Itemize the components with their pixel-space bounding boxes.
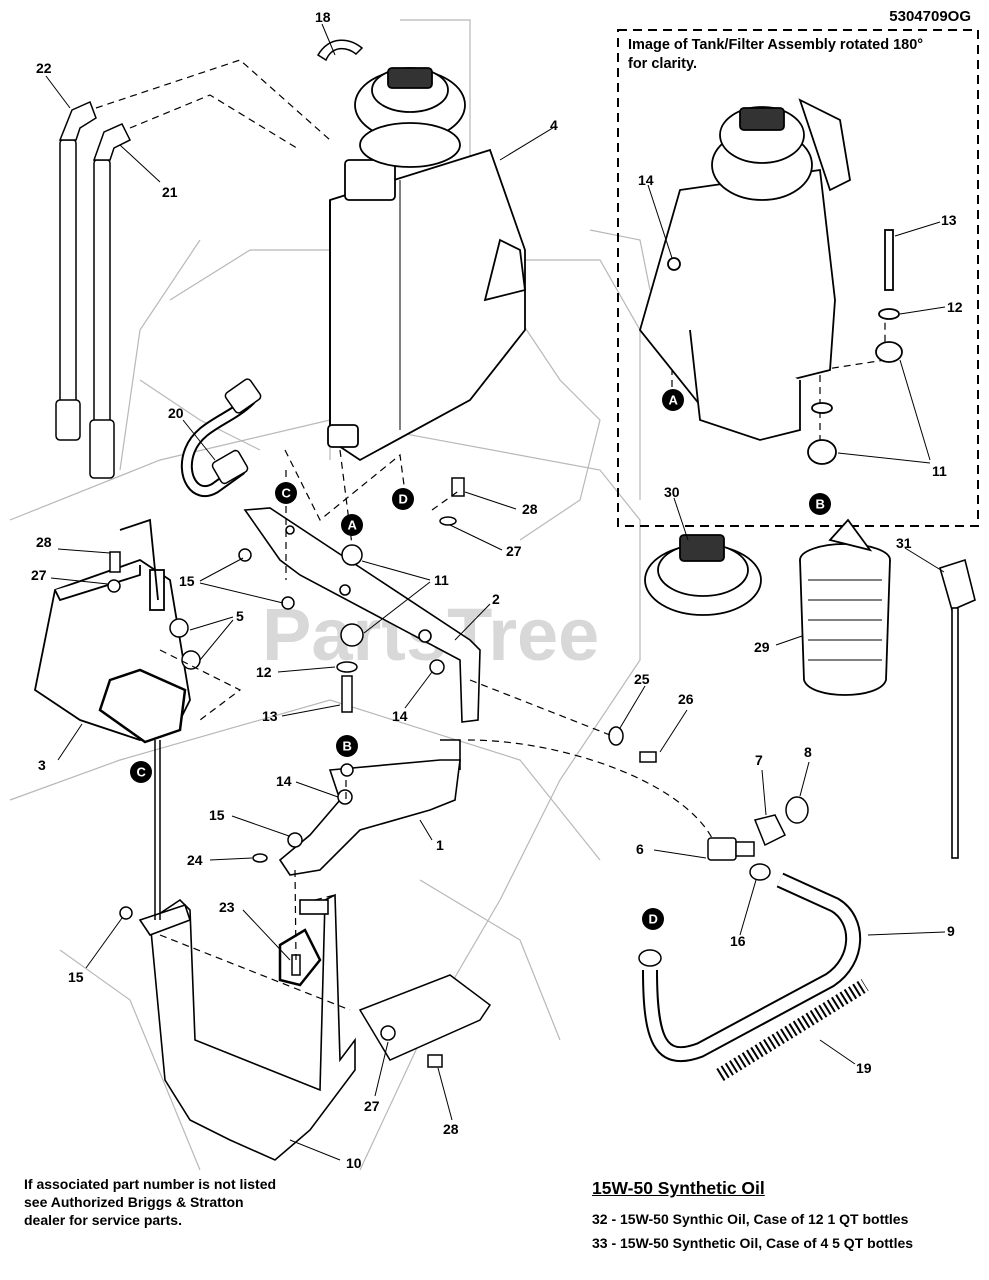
leader-fittings bbox=[467, 739, 713, 839]
callout-14: 14 bbox=[392, 708, 408, 724]
callout-24: 24 bbox=[187, 852, 203, 868]
filter-cap-30 bbox=[644, 534, 762, 616]
marker-d-icon bbox=[392, 488, 414, 510]
marker-b-icon bbox=[809, 493, 831, 515]
marker-d-icon bbox=[642, 908, 664, 930]
callout-leaders bbox=[45, 23, 946, 1161]
callout-27: 27 bbox=[31, 567, 47, 583]
callout-5: 5 bbox=[236, 608, 244, 624]
callout-18: 18 bbox=[315, 9, 331, 25]
callout-11: 11 bbox=[932, 463, 947, 479]
cap-strap-18 bbox=[316, 39, 364, 62]
marker-b: B bbox=[816, 497, 825, 512]
tray-10 bbox=[138, 893, 356, 1161]
callout-23: 23 bbox=[219, 899, 235, 915]
callout-10: 10 bbox=[346, 1155, 362, 1171]
oil-title: 15W-50 Synthetic Oil bbox=[592, 1178, 765, 1198]
callout-31: 31 bbox=[896, 535, 912, 551]
callout-27: 27 bbox=[506, 543, 522, 559]
plate bbox=[358, 974, 492, 1061]
mount-bracket-1 bbox=[278, 739, 461, 876]
callout-9: 9 bbox=[947, 923, 955, 939]
callout-26: 26 bbox=[678, 691, 694, 707]
callout-8: 8 bbox=[804, 744, 812, 760]
callout-1: 1 bbox=[436, 837, 444, 853]
footer-note: If associated part number is not listed … bbox=[24, 1176, 277, 1228]
inset-tank-assembly bbox=[639, 98, 903, 465]
hardware bbox=[107, 477, 657, 1068]
marker-b: B bbox=[343, 739, 352, 754]
oil-item: 33 - 15W-50 Synthetic Oil, Case of 4 5 Q… bbox=[592, 1235, 914, 1251]
callout-27: 27 bbox=[364, 1098, 380, 1114]
inset-box bbox=[617, 29, 979, 527]
marker-c-icon bbox=[130, 761, 152, 783]
inset-note: Image of Tank/Filter Assembly rotated 18… bbox=[628, 37, 924, 72]
callout-28: 28 bbox=[522, 501, 538, 517]
hydraulic-tank bbox=[327, 67, 526, 462]
callout-11: 11 bbox=[434, 572, 449, 588]
hose-21 bbox=[89, 123, 132, 479]
callout-15: 15 bbox=[179, 573, 195, 589]
cover-3 bbox=[33, 518, 191, 744]
callout-19: 19 bbox=[856, 1060, 872, 1076]
marker-a: A bbox=[669, 393, 679, 408]
callout-3: 3 bbox=[38, 757, 46, 773]
callout-13: 13 bbox=[262, 708, 278, 724]
callout-29: 29 bbox=[754, 639, 770, 655]
marker-a-icon bbox=[341, 514, 363, 536]
marker-d: D bbox=[649, 912, 658, 927]
callout-13: 13 bbox=[941, 212, 957, 228]
leader-tray bbox=[159, 894, 351, 1011]
filter-29 bbox=[799, 518, 891, 696]
callout-labels: 18 22 21 4 20 28 27 28 27 15 11 5 2 12 1… bbox=[31, 9, 963, 1171]
markers: C D A B C D A B bbox=[130, 389, 831, 930]
callout-2: 2 bbox=[492, 591, 500, 607]
callout-15: 15 bbox=[68, 969, 84, 985]
callout-15: 15 bbox=[209, 807, 225, 823]
callout-12: 12 bbox=[256, 664, 272, 680]
frame-outline bbox=[9, 19, 651, 1171]
drawing-code: 5304709OG bbox=[889, 8, 971, 25]
tank-bracket-2 bbox=[243, 507, 481, 723]
marker-a-icon bbox=[662, 389, 684, 411]
spiral-wrap-19 bbox=[716, 979, 869, 1081]
callout-14: 14 bbox=[638, 172, 654, 188]
callout-28: 28 bbox=[443, 1121, 459, 1137]
fittings bbox=[638, 796, 809, 967]
callout-16: 16 bbox=[730, 933, 746, 949]
dipstick-31 bbox=[939, 558, 976, 859]
callout-20: 20 bbox=[168, 405, 184, 421]
callout-30: 30 bbox=[664, 484, 680, 500]
callout-12: 12 bbox=[947, 299, 963, 315]
leader-22-21 bbox=[95, 59, 331, 151]
oil-section: 15W-50 Synthetic Oil 32 - 15W-50 Synthic… bbox=[592, 1178, 913, 1255]
callout-14: 14 bbox=[276, 773, 292, 789]
hose-22 bbox=[55, 100, 97, 441]
marker-c: C bbox=[137, 765, 147, 780]
marker-c-icon bbox=[275, 482, 297, 504]
callout-28: 28 bbox=[36, 534, 52, 550]
callout-7: 7 bbox=[755, 752, 763, 768]
callout-25: 25 bbox=[634, 671, 650, 687]
marker-b-icon bbox=[336, 735, 358, 757]
callout-21: 21 bbox=[162, 184, 178, 200]
callout-6: 6 bbox=[636, 841, 644, 857]
marker-d: D bbox=[399, 492, 408, 507]
callout-22: 22 bbox=[36, 60, 52, 76]
marker-c: C bbox=[282, 486, 292, 501]
callout-4: 4 bbox=[550, 117, 558, 133]
oil-item: 32 - 15W-50 Synthic Oil, Case of 12 1 QT… bbox=[592, 1211, 909, 1227]
marker-a: A bbox=[348, 518, 358, 533]
